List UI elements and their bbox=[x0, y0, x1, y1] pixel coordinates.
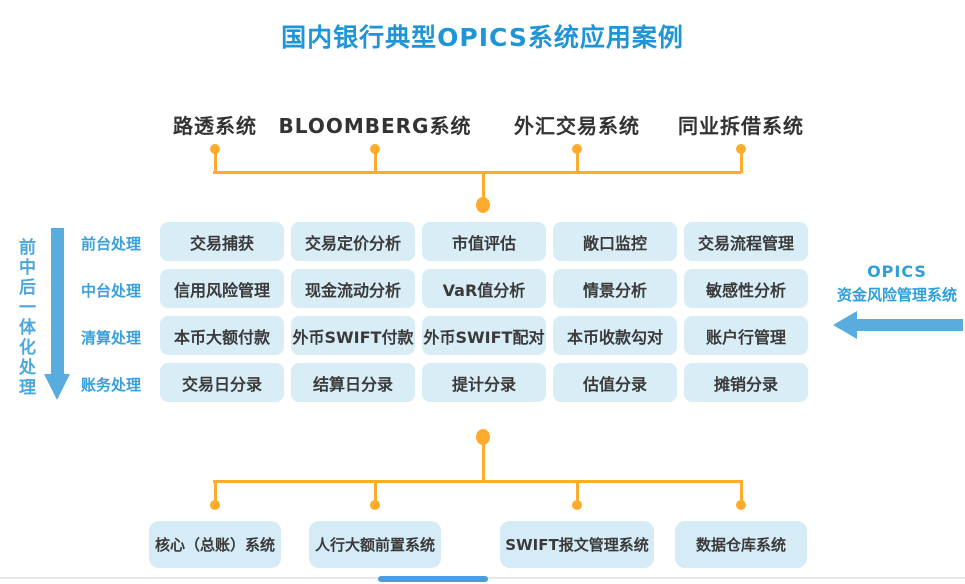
grid-cell: 本币收款勾对 bbox=[553, 316, 677, 355]
connector-dot bbox=[370, 500, 380, 510]
top-system-reuters: 路透系统 bbox=[173, 114, 257, 138]
connector-line bbox=[213, 171, 741, 174]
grid-cell: 外币SWIFT配对 bbox=[422, 316, 546, 355]
down-arrow-icon bbox=[44, 374, 70, 400]
connector-line bbox=[373, 480, 377, 502]
connector-line bbox=[213, 480, 741, 483]
top-system-bloomberg: BLOOMBERG系统 bbox=[278, 114, 472, 138]
connector-dot bbox=[736, 144, 746, 154]
opics-callout-title: OPICS bbox=[867, 262, 927, 281]
grid-cell: 提计分录 bbox=[422, 363, 546, 402]
bottom-system-pboc-front: 人行大额前置系统 bbox=[309, 521, 441, 568]
row-label-clearing: 清算处理 bbox=[80, 329, 141, 347]
grid-cell: 市值评估 bbox=[422, 222, 546, 261]
connector-dot bbox=[572, 144, 582, 154]
grid-cell: 交易日分录 bbox=[160, 363, 284, 402]
grid-cell: 摊销分录 bbox=[684, 363, 808, 402]
bottom-system-swift-message: SWIFT报文管理系统 bbox=[500, 521, 654, 568]
down-arrow-icon bbox=[51, 228, 64, 375]
top-system-interbank: 同业拆借系统 bbox=[678, 114, 804, 138]
connector-line bbox=[213, 480, 217, 502]
integration-vertical-label: 前中后一体化处理 bbox=[15, 238, 35, 398]
connector-dot bbox=[370, 144, 380, 154]
connector-line bbox=[213, 152, 217, 173]
connector-dot bbox=[476, 197, 490, 213]
bottom-system-core-ledger: 核心（总账）系统 bbox=[149, 521, 281, 568]
connector-line bbox=[575, 152, 579, 173]
connector-dot bbox=[210, 144, 220, 154]
connector-line bbox=[481, 443, 485, 482]
grid-cell: VaR值分析 bbox=[422, 269, 546, 308]
top-system-fx-trading: 外汇交易系统 bbox=[514, 114, 640, 138]
connector-dot bbox=[736, 500, 746, 510]
row-label-middle-office: 中台处理 bbox=[80, 282, 141, 300]
grid-cell: 信用风险管理 bbox=[160, 269, 284, 308]
connector-line bbox=[575, 480, 579, 502]
grid-cell: 敏感性分析 bbox=[684, 269, 808, 308]
grid-cell: 交易流程管理 bbox=[684, 222, 808, 261]
connector-line bbox=[481, 171, 485, 201]
grid-cell: 现金流动分析 bbox=[291, 269, 415, 308]
opics-callout-subtitle: 资金风险管理系统 bbox=[836, 286, 957, 304]
page-title: 国内银行典型OPICS系统应用案例 bbox=[281, 23, 684, 52]
grid-cell: 账户行管理 bbox=[684, 316, 808, 355]
grid-cell: 本币大额付款 bbox=[160, 316, 284, 355]
connector-line bbox=[739, 480, 743, 502]
row-label-accounting: 账务处理 bbox=[80, 376, 141, 394]
left-arrow-icon bbox=[856, 319, 963, 331]
grid-cell: 估值分录 bbox=[553, 363, 677, 402]
connector-line bbox=[373, 152, 377, 173]
left-arrow-icon bbox=[833, 311, 857, 339]
connector-dot bbox=[476, 429, 490, 445]
grid-cell: 交易定价分析 bbox=[291, 222, 415, 261]
connector-line bbox=[739, 152, 743, 173]
grid-cell: 敞口监控 bbox=[553, 222, 677, 261]
row-label-front-office: 前台处理 bbox=[80, 235, 141, 253]
grid-cell: 交易捕获 bbox=[160, 222, 284, 261]
bottom-system-data-warehouse: 数据仓库系统 bbox=[675, 521, 807, 568]
connector-dot bbox=[210, 500, 220, 510]
grid-cell: 外币SWIFT付款 bbox=[291, 316, 415, 355]
grid-cell: 情景分析 bbox=[553, 269, 677, 308]
connector-dot bbox=[572, 500, 582, 510]
grid-cell: 结算日分录 bbox=[291, 363, 415, 402]
opics-callout: OPICS 资金风险管理系统 bbox=[830, 262, 964, 305]
video-progress-fill[interactable] bbox=[378, 576, 488, 582]
